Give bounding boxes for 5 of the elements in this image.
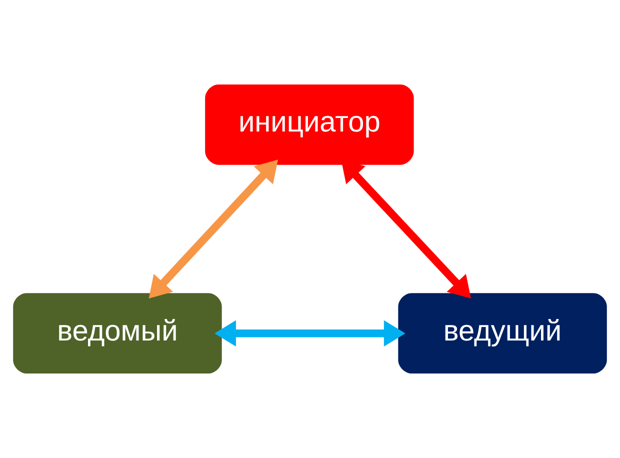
arrow [214,320,406,346]
node-box: инициатор [205,84,414,165]
node-box: ведомый [13,293,222,374]
arrow [148,160,278,299]
node-box: ведущий [398,293,607,374]
